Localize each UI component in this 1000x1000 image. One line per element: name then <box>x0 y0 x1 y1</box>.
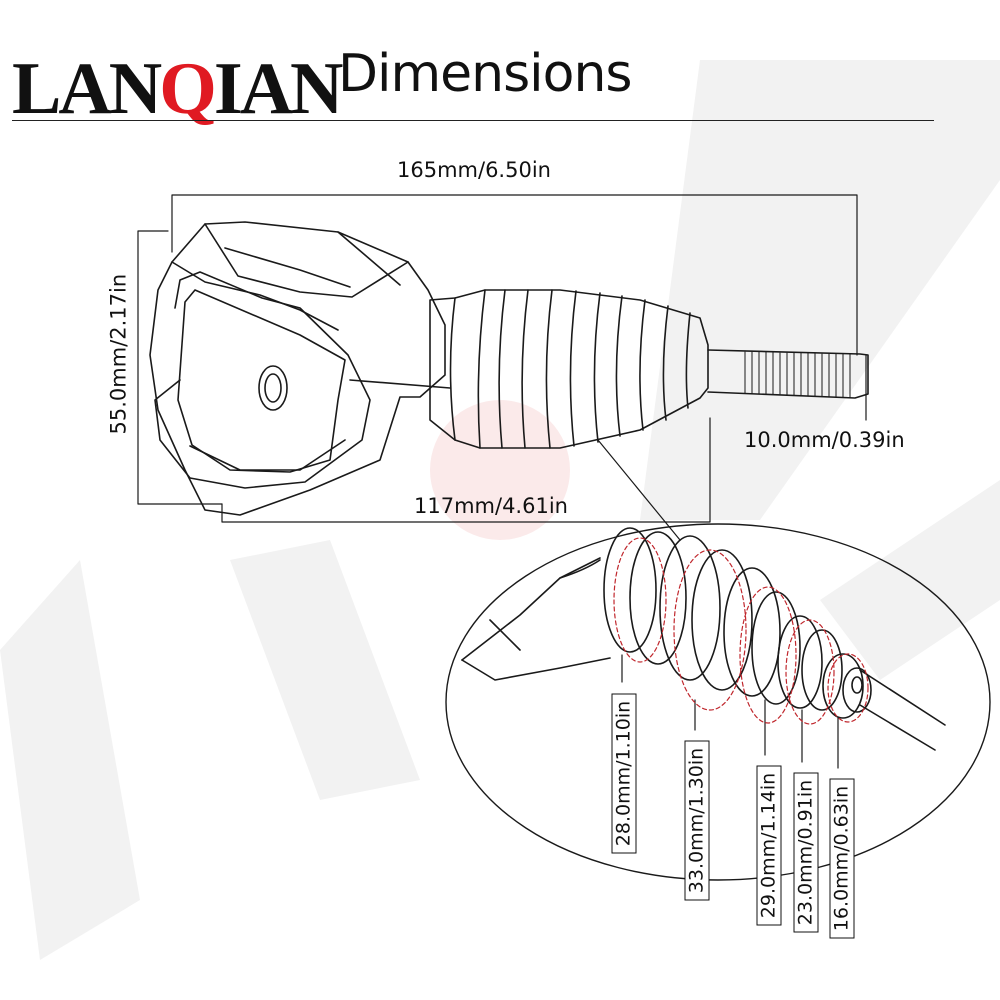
threaded-bolt <box>707 349 869 399</box>
brand-logo-text: LANQIAN <box>12 48 343 130</box>
header: LANQIAN Dimensions <box>0 0 1000 130</box>
diameter-label-16mm: 16.0mm/0.63in <box>829 778 855 939</box>
diameter-label-33mm: 33.0mm/1.30in <box>684 740 710 901</box>
title-divider <box>12 120 934 121</box>
measurement-rings <box>613 537 869 725</box>
diameter-label-29mm: 29.0mm/1.14in <box>756 765 782 926</box>
bolt-diameter-label: 10.0mm/0.39in <box>744 428 905 452</box>
bellows-spacer <box>429 289 709 449</box>
detail-leader-line <box>597 439 681 541</box>
overall-length-label: 165mm/6.50in <box>397 158 551 182</box>
dimension-lines <box>137 194 867 523</box>
brand-logo: LANQIAN <box>12 52 343 126</box>
detail-view <box>445 523 991 881</box>
diameter-label-23mm: 23.0mm/0.91in <box>793 772 819 933</box>
slider-head <box>149 221 451 516</box>
page-title: Dimensions <box>338 44 632 104</box>
detail-contents <box>461 527 946 769</box>
height-label: 55.0mm/2.17in <box>106 273 131 435</box>
diameter-label-28mm: 28.0mm/1.10in <box>611 693 637 854</box>
body-length-label: 117mm/4.61in <box>414 494 568 518</box>
